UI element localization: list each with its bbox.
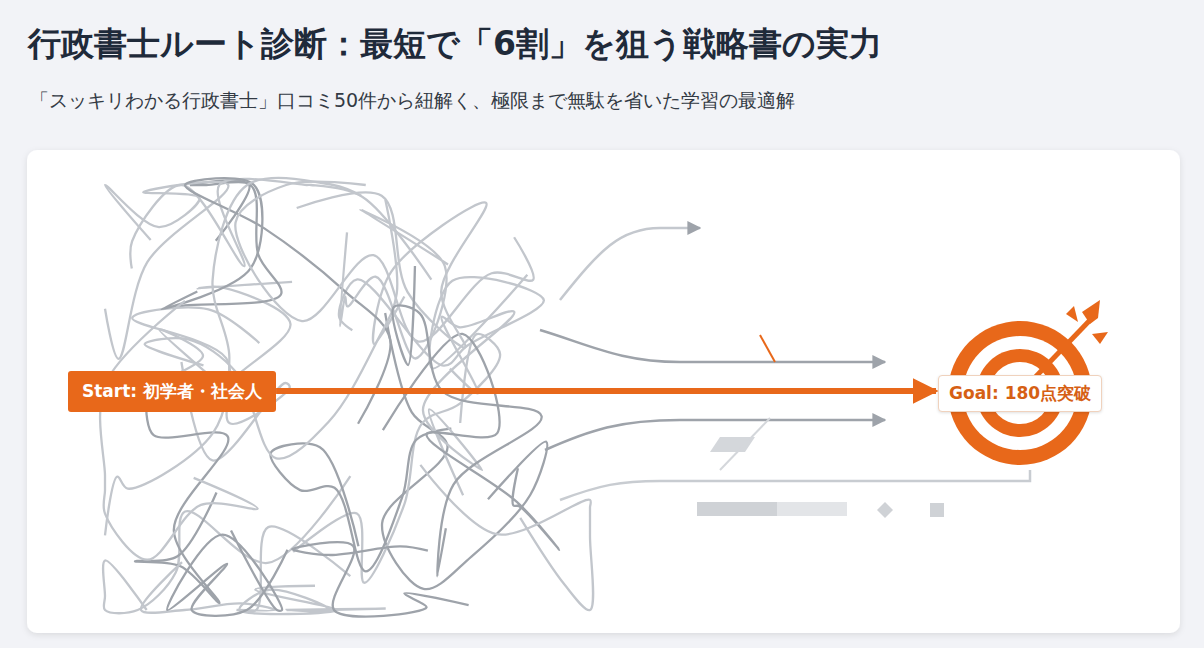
start-box: Start: 初学者・社会人	[68, 371, 276, 412]
connector-arrow	[276, 388, 936, 394]
caption: 「スッキリわかる行政書士」口コミ50件から紐解く、極限まで無駄を省いた学習の最適…	[30, 88, 795, 114]
tangle-line	[420, 465, 593, 610]
card-panel	[27, 150, 1180, 633]
tangle-line	[167, 530, 287, 615]
tangle-line	[141, 526, 350, 612]
tangle-line	[145, 200, 398, 459]
tangle-line	[100, 301, 258, 560]
tangle-line	[130, 179, 431, 280]
goal-label: Goal: 180点突破	[938, 375, 1102, 412]
node-text: Start: 初学者・社会人	[82, 380, 262, 403]
tangle-line	[235, 182, 533, 342]
target-icon	[948, 300, 1108, 465]
title: 行政書士ルート診断：最短で「6割」を狙う戦略書の実力	[28, 22, 882, 67]
tangle-line	[105, 178, 361, 535]
tangle-line	[297, 192, 487, 347]
tangle-line	[393, 266, 542, 576]
node-text: Goal: 180点突破	[949, 382, 1091, 405]
tangle-line	[383, 334, 559, 550]
tangle-line	[105, 182, 229, 359]
decor-shapes	[697, 335, 944, 518]
